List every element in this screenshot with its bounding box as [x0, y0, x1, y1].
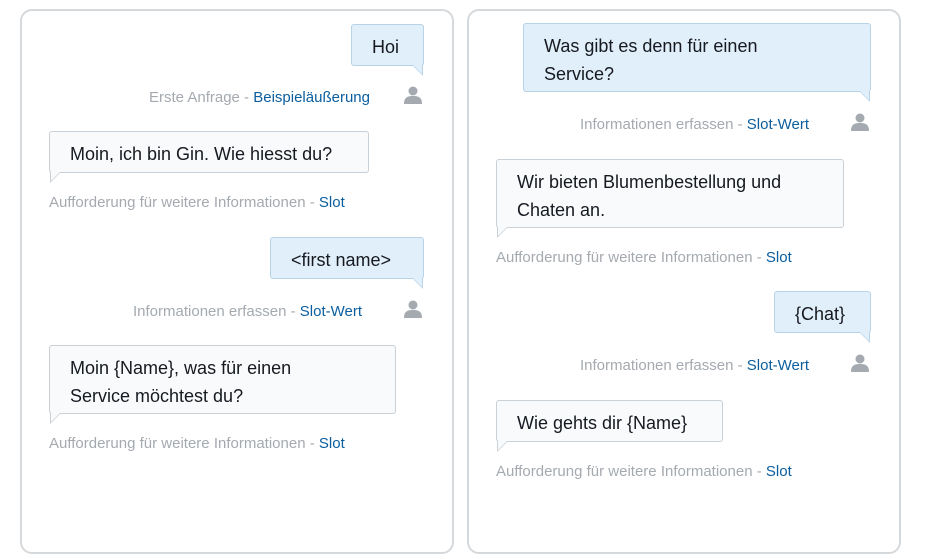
- message-text: Hoi: [372, 37, 400, 57]
- message-caption: Informationen erfassen - Slot-Wert: [580, 357, 809, 374]
- person-icon: [404, 86, 422, 104]
- bot-prompt-bubble: Moin, ich bin Gin. Wie hiesst du?: [49, 131, 369, 183]
- message-caption: Erste Anfrage - Beispieläußerung: [149, 89, 370, 106]
- bot-prompt-bubble: Wie gehts dir {Name}: [496, 400, 723, 452]
- message-text: Wie gehts dir {Name}: [517, 413, 688, 433]
- slot-link[interactable]: Slot: [318, 194, 345, 211]
- slot-value-link[interactable]: Slot-Wert: [746, 357, 809, 374]
- user-utterance-bubble: <first name>: [270, 237, 424, 289]
- person-icon: [851, 354, 869, 372]
- person-icon: [404, 300, 422, 318]
- message-text: <first name>: [291, 250, 392, 270]
- utterance-link[interactable]: Beispieläußerung: [253, 89, 370, 106]
- slot-link[interactable]: Slot: [318, 435, 345, 452]
- message-caption: Informationen erfassen - Slot-Wert: [133, 303, 362, 320]
- person-icon: [851, 113, 869, 131]
- message-text-line: Wir bieten Blumenbestellung und: [517, 172, 782, 192]
- message-caption: Aufforderung für weitere Informationen -…: [49, 194, 345, 211]
- conversation-panel-left: [20, 9, 454, 554]
- message-text: Moin, ich bin Gin. Wie hiesst du?: [70, 144, 333, 164]
- user-utterance-bubble: {Chat}: [774, 291, 871, 343]
- bot-prompt-bubble: Moin {Name}, was für einen Service möcht…: [49, 345, 396, 424]
- message-caption: Aufforderung für weitere Informationen -…: [496, 249, 792, 266]
- user-utterance-bubble: Was gibt es denn für einen Service?: [523, 23, 871, 102]
- message-caption: Aufforderung für weitere Informationen -…: [496, 463, 792, 480]
- bot-prompt-bubble: Wir bieten Blumenbestellung und Chaten a…: [496, 159, 844, 238]
- message-text-line: Service?: [544, 64, 615, 84]
- slot-link[interactable]: Slot: [765, 249, 792, 266]
- slot-link[interactable]: Slot: [765, 463, 792, 480]
- message-text-line: Moin {Name}, was für einen: [70, 358, 292, 378]
- message-caption: Aufforderung für weitere Informationen -…: [49, 435, 345, 452]
- slot-value-link[interactable]: Slot-Wert: [746, 116, 809, 133]
- conversation-panel-right: [467, 9, 901, 554]
- slot-value-link[interactable]: Slot-Wert: [299, 303, 362, 320]
- user-utterance-bubble: Hoi: [351, 24, 424, 76]
- message-text-line: Chaten an.: [517, 200, 606, 220]
- message-text: {Chat}: [795, 304, 846, 324]
- message-text-line: Service möchtest du?: [70, 386, 244, 406]
- message-caption: Informationen erfassen - Slot-Wert: [580, 116, 809, 133]
- message-text-line: Was gibt es denn für einen: [544, 36, 758, 56]
